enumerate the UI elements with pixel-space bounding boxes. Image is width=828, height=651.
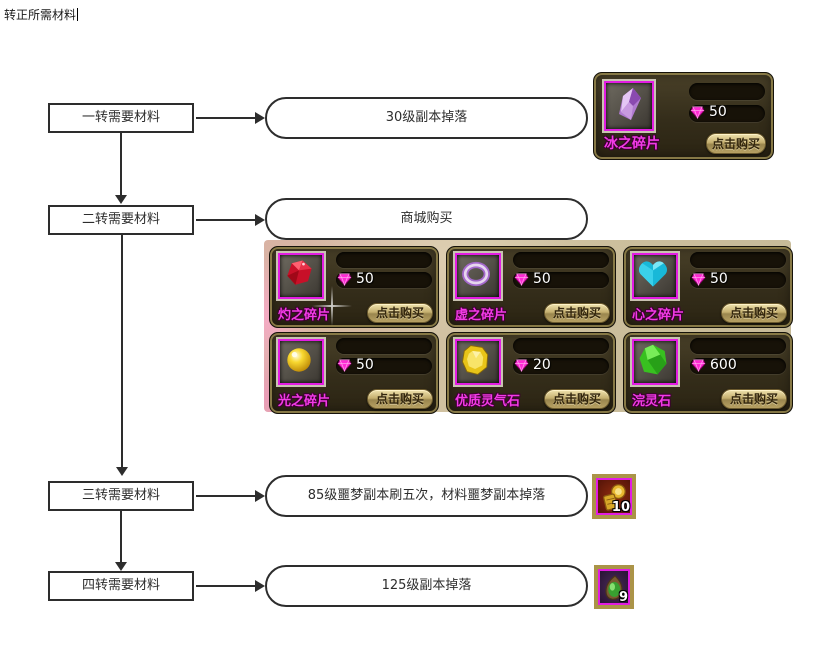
yellow-stone-icon xyxy=(455,339,501,385)
connector-line xyxy=(196,495,255,497)
price-slot xyxy=(336,358,432,374)
flow-result-tier2: 商城购买 xyxy=(265,198,588,240)
page-title[interactable]: 转正所需材料 xyxy=(4,6,79,23)
pink-diamond-icon xyxy=(691,272,706,286)
empty-slot xyxy=(513,252,609,268)
red-gem-icon xyxy=(278,253,324,299)
item-price: 50 xyxy=(709,104,727,120)
arrow-right-icon xyxy=(255,580,265,592)
flow-box-tier2: 二转需要材料 xyxy=(48,205,194,235)
empty-slot xyxy=(689,83,765,100)
purple-ring-icon xyxy=(455,253,501,299)
buy-button[interactable]: 点击购买 xyxy=(706,133,766,154)
item-price: 20 xyxy=(533,357,551,373)
connector-line xyxy=(196,117,255,119)
shop-card-void-shard: 50 虚之碎片 点击购买 xyxy=(446,246,616,328)
page-title-text: 转正所需材料 xyxy=(4,8,77,22)
shop-panel: 50 灼之碎片 点击购买 50 虚之 xyxy=(264,240,793,414)
arrow-right-icon xyxy=(255,214,265,226)
item-price: 50 xyxy=(710,271,728,287)
price-row: 50 xyxy=(691,271,728,287)
price-row: 600 xyxy=(691,357,737,373)
shop-card-spirit-stone: 20 优质灵气石 点击购买 xyxy=(446,332,616,414)
shop-card-red-shard: 50 灼之碎片 点击购买 xyxy=(269,246,439,328)
connector-line xyxy=(196,585,255,587)
price-slot xyxy=(690,272,786,288)
flow-box-tier3: 三转需要材料 xyxy=(48,481,194,511)
item-name: 优质灵气石 xyxy=(455,394,521,409)
gold-trinket-icon xyxy=(603,484,626,511)
price-row: 50 xyxy=(514,271,551,287)
price-row: 50 xyxy=(337,271,374,287)
ice-shard-icon xyxy=(604,81,654,131)
arrow-right-icon xyxy=(255,490,265,502)
price-row: 50 xyxy=(337,357,374,373)
price-slot xyxy=(336,272,432,288)
pink-diamond-icon xyxy=(514,358,529,372)
flow-box-tier1: 一转需要材料 xyxy=(48,103,194,133)
price-slot xyxy=(690,358,786,374)
item-price: 50 xyxy=(533,271,551,287)
price-row: 50 xyxy=(690,104,727,120)
buy-button[interactable]: 点击购买 xyxy=(367,389,433,409)
text-cursor xyxy=(77,8,79,21)
pink-diamond-icon xyxy=(691,358,706,372)
arrow-right-icon xyxy=(255,112,265,124)
shop-card-light-shard: 50 光之碎片 点击购买 xyxy=(269,332,439,414)
connector-line xyxy=(196,219,255,221)
flow-result-tier4: 125级副本掉落 xyxy=(265,565,588,607)
price-slot xyxy=(689,105,765,122)
shop-card-heart-shard: 50 心之碎片 点击购买 xyxy=(623,246,793,328)
buy-button[interactable]: 点击购买 xyxy=(721,389,787,409)
item-price: 600 xyxy=(710,357,737,373)
shop-card-wash-stone: 600 浣灵石 点击购买 xyxy=(623,332,793,414)
empty-slot xyxy=(690,338,786,354)
item-name: 浣灵石 xyxy=(632,394,672,409)
arrow-down-icon xyxy=(115,562,127,571)
reward-item-badge: 10 xyxy=(592,474,636,519)
item-name: 光之碎片 xyxy=(278,394,331,409)
empty-slot xyxy=(513,338,609,354)
empty-slot xyxy=(336,338,432,354)
yellow-orb-icon xyxy=(278,339,324,385)
item-count: 9 xyxy=(618,590,628,605)
item-name: 灼之碎片 xyxy=(278,308,331,323)
flow-result-tier3: 85级噩梦副本刷五次，材料噩梦副本掉落 xyxy=(265,475,588,517)
item-count: 10 xyxy=(611,500,630,515)
shop-card-ice-shard: 50 冰之碎片 点击购买 xyxy=(593,72,774,160)
arrow-down-icon xyxy=(115,195,127,204)
pink-diamond-icon xyxy=(337,272,352,286)
item-price: 50 xyxy=(356,357,374,373)
flow-box-tier4: 四转需要材料 xyxy=(48,571,194,601)
connector-line xyxy=(120,511,122,562)
connector-line xyxy=(120,133,122,195)
item-price: 50 xyxy=(356,271,374,287)
price-row: 20 xyxy=(514,357,551,373)
pink-diamond-icon xyxy=(514,272,529,286)
empty-slot xyxy=(690,252,786,268)
item-name: 心之碎片 xyxy=(632,308,685,323)
buy-button[interactable]: 点击购买 xyxy=(544,303,610,323)
reward-item-badge: 9 xyxy=(594,565,634,609)
buy-button[interactable]: 点击购买 xyxy=(544,389,610,409)
buy-button[interactable]: 点击购买 xyxy=(721,303,787,323)
flow-result-tier1: 30级副本掉落 xyxy=(265,97,588,139)
cyan-heart-icon xyxy=(632,253,678,299)
item-name: 虚之碎片 xyxy=(455,308,508,323)
price-slot xyxy=(513,358,609,374)
green-pendant-icon xyxy=(605,575,623,600)
connector-line xyxy=(121,235,123,467)
item-name: 冰之碎片 xyxy=(604,136,660,152)
price-slot xyxy=(513,272,609,288)
pink-diamond-icon xyxy=(690,105,705,119)
arrow-down-icon xyxy=(116,467,128,476)
buy-button[interactable]: 点击购买 xyxy=(367,303,433,323)
empty-slot xyxy=(336,252,432,268)
pink-diamond-icon xyxy=(337,358,352,372)
green-gem-icon xyxy=(632,339,678,385)
